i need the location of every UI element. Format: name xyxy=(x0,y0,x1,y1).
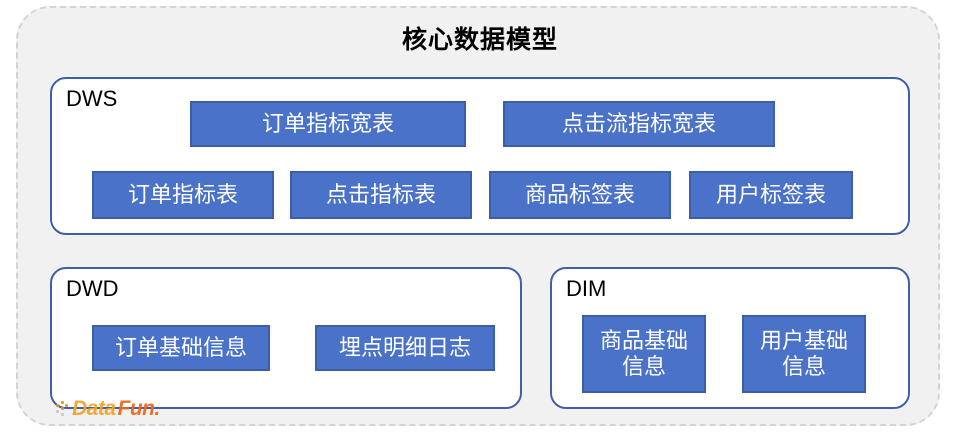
table-box-user-tag[interactable]: 用户标签表 xyxy=(689,171,853,219)
watermark-text-data: Data xyxy=(72,397,116,420)
layer-label-dwd: DWD xyxy=(66,276,119,301)
layer-panel-dws: DWS 订单指标宽表 点击流指标宽表 订单指标表 点击指标表 商品标签表 用户标… xyxy=(50,77,910,235)
table-box-item-tag[interactable]: 商品标签表 xyxy=(489,171,671,219)
watermark-text-fun: Fun. xyxy=(117,397,161,420)
layer-label-dim: DIM xyxy=(566,276,607,301)
table-box-order-base-info[interactable]: 订单基础信息 xyxy=(92,325,270,371)
layer-panel-dim: DIM 商品基础 信息 用户基础 信息 xyxy=(550,267,910,409)
table-box-click-metric-wide[interactable]: 点击流指标宽表 xyxy=(503,101,775,147)
table-box-track-detail-log[interactable]: 埋点明细日志 xyxy=(315,325,495,371)
layer-panel-dwd: DWD 订单基础信息 埋点明细日志 xyxy=(50,267,522,409)
page-title: 核心数据模型 xyxy=(401,26,558,54)
table-box-user-base-info[interactable]: 用户基础 信息 xyxy=(742,315,866,393)
table-box-order-metric-wide[interactable]: 订单指标宽表 xyxy=(190,101,466,147)
dotted-squares-icon xyxy=(56,401,69,417)
table-box-click-metric[interactable]: 点击指标表 xyxy=(290,171,472,219)
table-box-order-metric[interactable]: 订单指标表 xyxy=(92,171,274,219)
core-data-model-container: 核心数据模型 DWS 订单指标宽表 点击流指标宽表 订单指标表 点击指标表 商品… xyxy=(16,6,940,426)
layer-label-dws: DWS xyxy=(66,86,118,111)
table-box-item-base-info[interactable]: 商品基础 信息 xyxy=(582,315,706,393)
